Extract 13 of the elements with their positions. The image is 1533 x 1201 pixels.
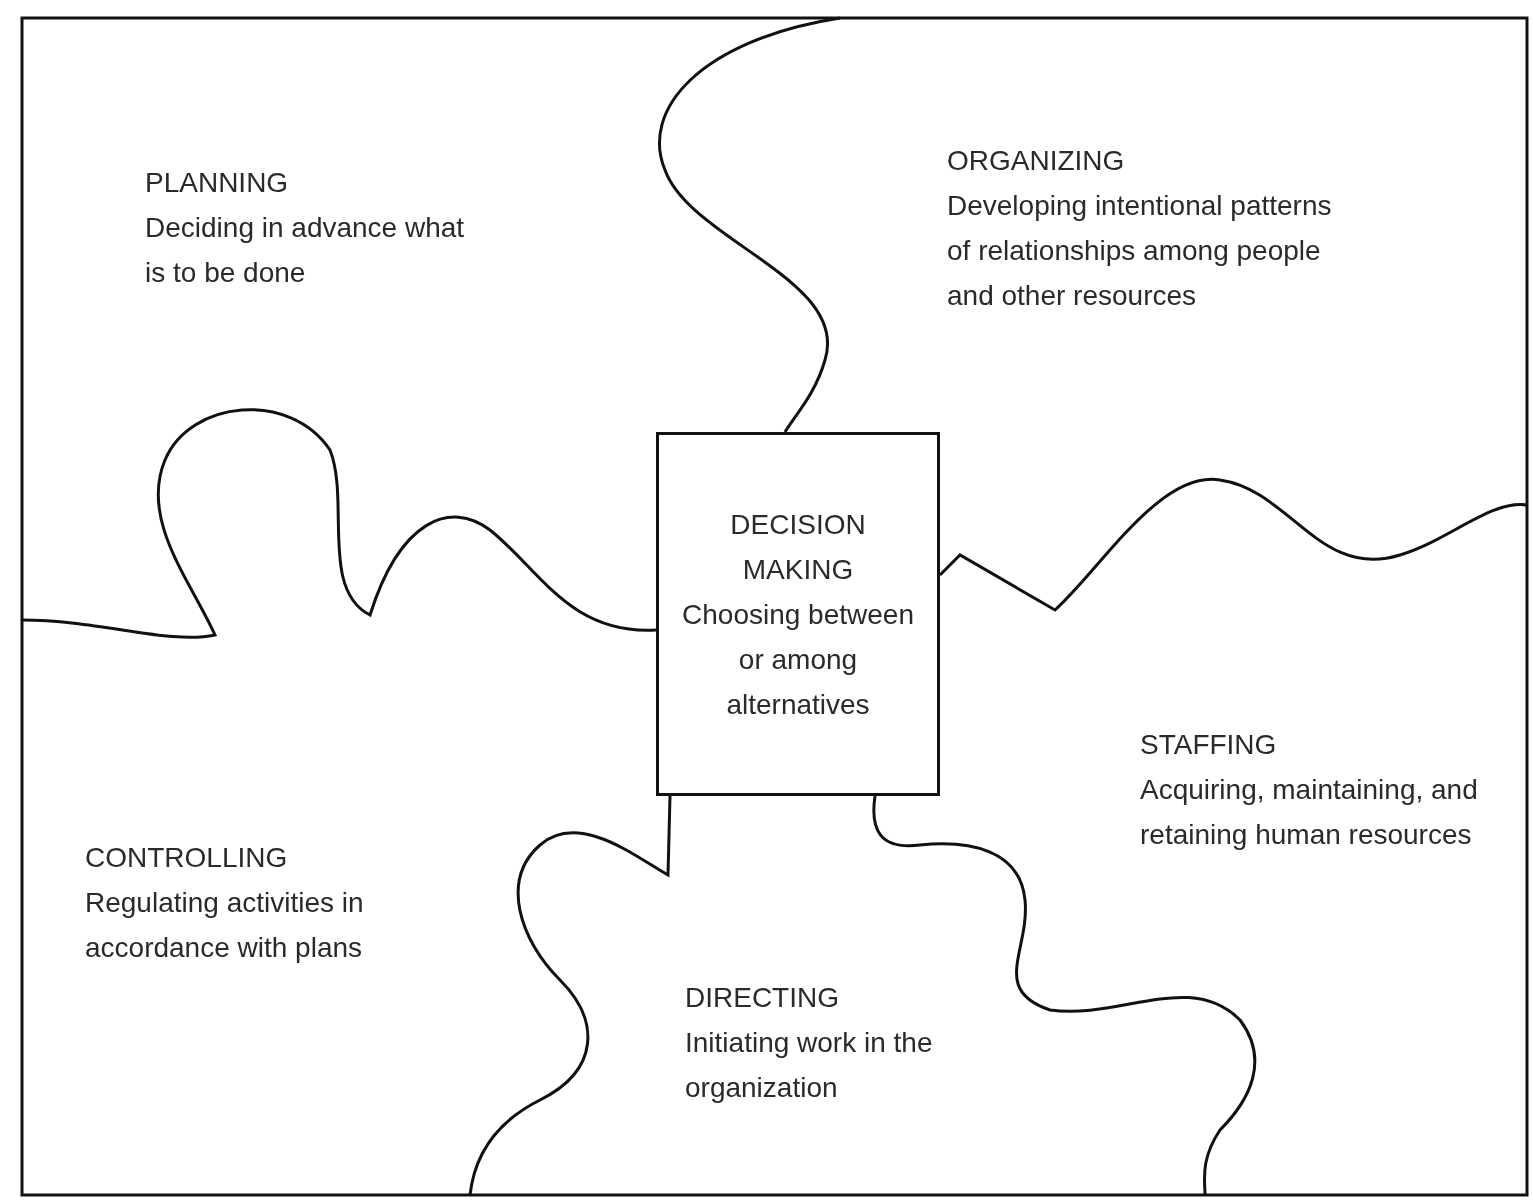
piece-heading: PLANNING — [145, 166, 290, 200]
piece-description: Choosing between or among alternatives — [681, 597, 915, 722]
piece-heading: CONTROLLING — [85, 841, 289, 875]
piece-heading: STAFFING — [1140, 728, 1278, 762]
piece-description: Regulating activities in accordance with plans — [85, 886, 365, 965]
piece-description: Initiating work in the organization — [685, 1026, 934, 1105]
piece-description: Developing intentional patterns of relationships among people and other resources — [947, 189, 1333, 313]
piece-heading: ORGANIZING — [947, 144, 1126, 178]
piece-heading: DECISION MAKING — [729, 507, 867, 587]
decision-box — [656, 432, 940, 796]
piece-description: Deciding in advance what is to be done — [145, 211, 466, 290]
piece-description: Acquiring, maintaining, and retaining human resources — [1140, 773, 1479, 852]
piece-heading: DIRECTING — [685, 981, 840, 1015]
